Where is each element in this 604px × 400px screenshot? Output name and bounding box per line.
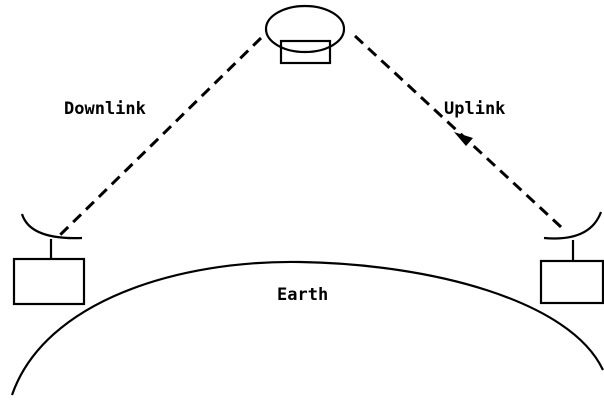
uplink-label: Uplink [444, 99, 505, 119]
left-antenna-dish-icon [22, 214, 82, 238]
uplink-path [355, 36, 561, 227]
right-antenna-dish-icon [544, 212, 601, 238]
downlink-label: Downlink [64, 99, 146, 119]
earth-label: Earth [277, 285, 328, 305]
downlink-path [59, 38, 261, 236]
satellite-icon [266, 6, 344, 63]
uplink-arrow-icon [454, 132, 473, 146]
left-ground-station-icon [14, 214, 84, 304]
satellite-dish-icon [266, 6, 344, 52]
right-station-box-icon [541, 261, 603, 303]
left-station-box-icon [14, 259, 84, 304]
earth-arc [12, 262, 603, 395]
right-ground-station-icon [541, 212, 603, 303]
